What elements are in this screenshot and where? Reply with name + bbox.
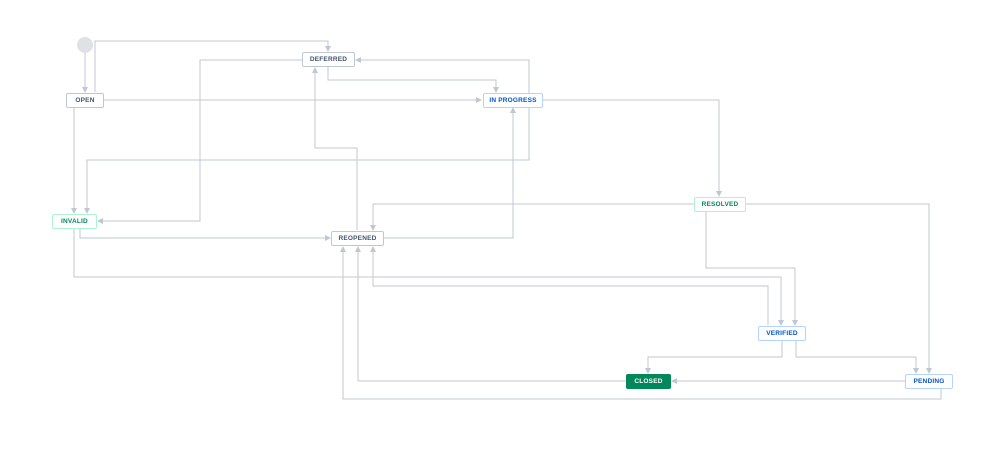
edge-resolved-verified [705,211,798,326]
status-open-label: OPEN [75,97,95,104]
start-circle-icon [77,37,93,53]
edge-reopened-inprogress [384,107,516,239]
edge-inprogress-invalid [84,107,530,214]
status-deferred[interactable]: DEFERRED [302,52,355,67]
status-closed[interactable]: CLOSED [626,374,671,389]
edge-deferred-inprogress [327,67,499,93]
edge-inprogress-deferred [355,57,530,93]
status-in-progress-label: IN PROGRESS [489,97,537,104]
status-pending[interactable]: PENDING [905,374,953,389]
edge-resolved-pending [745,203,932,374]
status-verified-label: VERIFIED [766,330,798,337]
status-resolved-label: RESOLVED [701,201,739,208]
edge-verified-closed [645,341,783,374]
edge-verified-reopened [370,246,769,325]
status-invalid[interactable]: INVALID [52,214,97,229]
edge-closed-reopened [355,246,627,382]
edge-open-deferred [94,40,331,92]
edge-deferred-invalid [97,59,302,224]
status-reopened[interactable]: REOPENED [331,231,384,246]
status-closed-label: CLOSED [634,378,663,385]
edge-resolved-reopened [370,203,695,231]
status-reopened-label: REOPENED [338,235,377,242]
status-resolved[interactable]: RESOLVED [694,197,746,212]
edge-inprogress-resolved [543,99,722,197]
edge-reopened-deferred [312,67,358,230]
status-verified[interactable]: VERIFIED [758,326,806,341]
status-open[interactable]: OPEN [66,93,104,108]
edge-invalid-reopened [79,229,331,241]
edge-pending-reopened [340,246,942,400]
status-deferred-label: DEFERRED [309,56,348,63]
status-in-progress[interactable]: IN PROGRESS [483,93,543,108]
status-invalid-label: INVALID [61,218,88,225]
edge-verified-pending [795,341,919,374]
edge-invalid-verified [73,229,784,326]
status-pending-label: PENDING [913,378,945,385]
